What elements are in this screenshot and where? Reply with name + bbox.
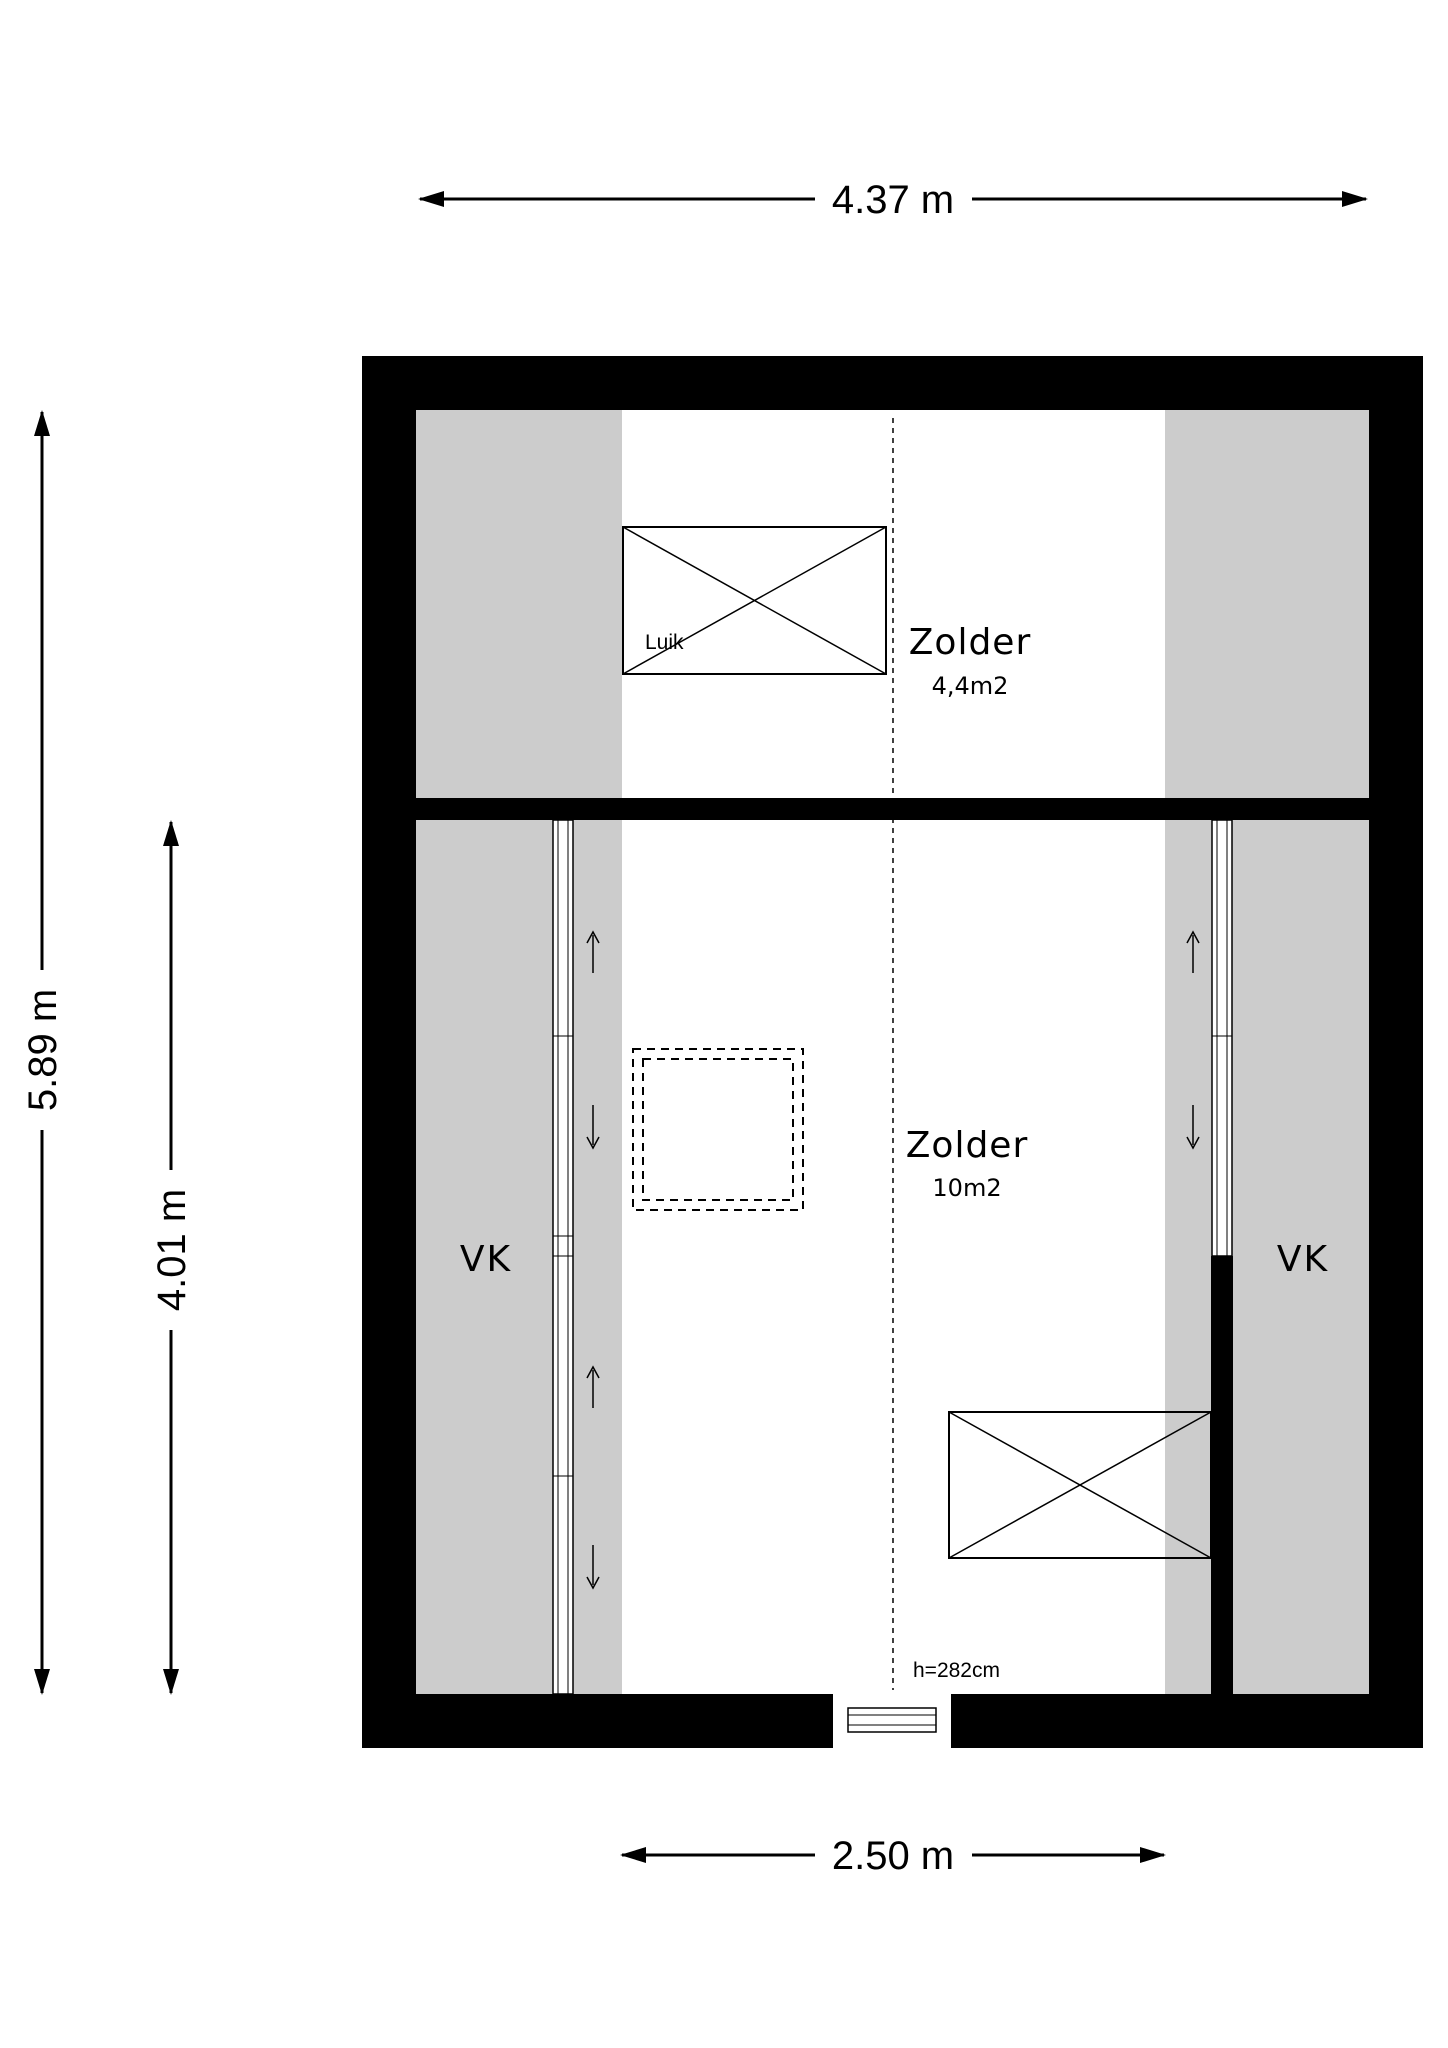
low-ceiling-zone-top-left xyxy=(416,410,622,798)
vk-label-left: VK xyxy=(460,1239,512,1280)
low-ceiling-zone-bottom-left xyxy=(416,820,622,1694)
arrow-up-icon xyxy=(1186,930,1200,973)
arrow-up-icon xyxy=(34,410,50,436)
arrow-up-icon xyxy=(586,930,600,973)
lower-room-area: 10m2 xyxy=(932,1174,1001,1202)
upper-room-area: 4,4m2 xyxy=(932,672,1009,700)
interior-wall-right xyxy=(1211,1256,1233,1694)
arrow-down-icon xyxy=(586,1105,600,1150)
dimension-bottom: 2.50 m xyxy=(620,1834,1166,1878)
arrow-up-icon xyxy=(163,820,179,846)
cross-box-icon xyxy=(948,1411,1212,1559)
low-ceiling-zone-bottom-right xyxy=(1165,820,1369,1694)
knee-wall-left xyxy=(552,819,574,1695)
arrow-right-icon xyxy=(1342,191,1368,207)
dimension-left-inner: 4.01 m xyxy=(150,820,194,1695)
arrow-left-icon xyxy=(620,1847,646,1863)
hatch-label: Luik xyxy=(645,631,684,654)
arrow-down-icon xyxy=(586,1545,600,1590)
dimension-top: 4.37 m xyxy=(418,178,1368,222)
knee-wall-right xyxy=(1211,819,1233,1257)
upper-room-name: Zolder xyxy=(909,622,1032,663)
dashed-square-icon xyxy=(632,1048,804,1211)
top-width-label: 4.37 m xyxy=(832,178,954,222)
left-inner-height-label: 4.01 m xyxy=(150,1189,194,1311)
direction-arrows-left xyxy=(586,930,600,1590)
arrow-up-icon xyxy=(586,1365,600,1408)
window-icon xyxy=(831,1694,953,1748)
dimension-left-outer: 5.89 m xyxy=(21,410,65,1695)
bottom-width-label: 2.50 m xyxy=(832,1834,954,1878)
low-ceiling-zone-top-right xyxy=(1165,410,1369,798)
arrow-down-icon xyxy=(163,1669,179,1695)
left-outer-height-label: 5.89 m xyxy=(21,989,65,1111)
direction-arrows-right xyxy=(1186,930,1200,1150)
lower-room-name: Zolder xyxy=(906,1125,1029,1166)
vk-label-right: VK xyxy=(1277,1239,1329,1280)
building xyxy=(362,356,1423,1748)
arrow-right-icon xyxy=(1140,1847,1166,1863)
arrow-down-icon xyxy=(1186,1105,1200,1150)
cross-box-icon xyxy=(622,526,887,675)
ceiling-height-note: h=282cm xyxy=(913,1659,1000,1682)
arrow-down-icon xyxy=(34,1669,50,1695)
arrow-left-icon xyxy=(418,191,444,207)
